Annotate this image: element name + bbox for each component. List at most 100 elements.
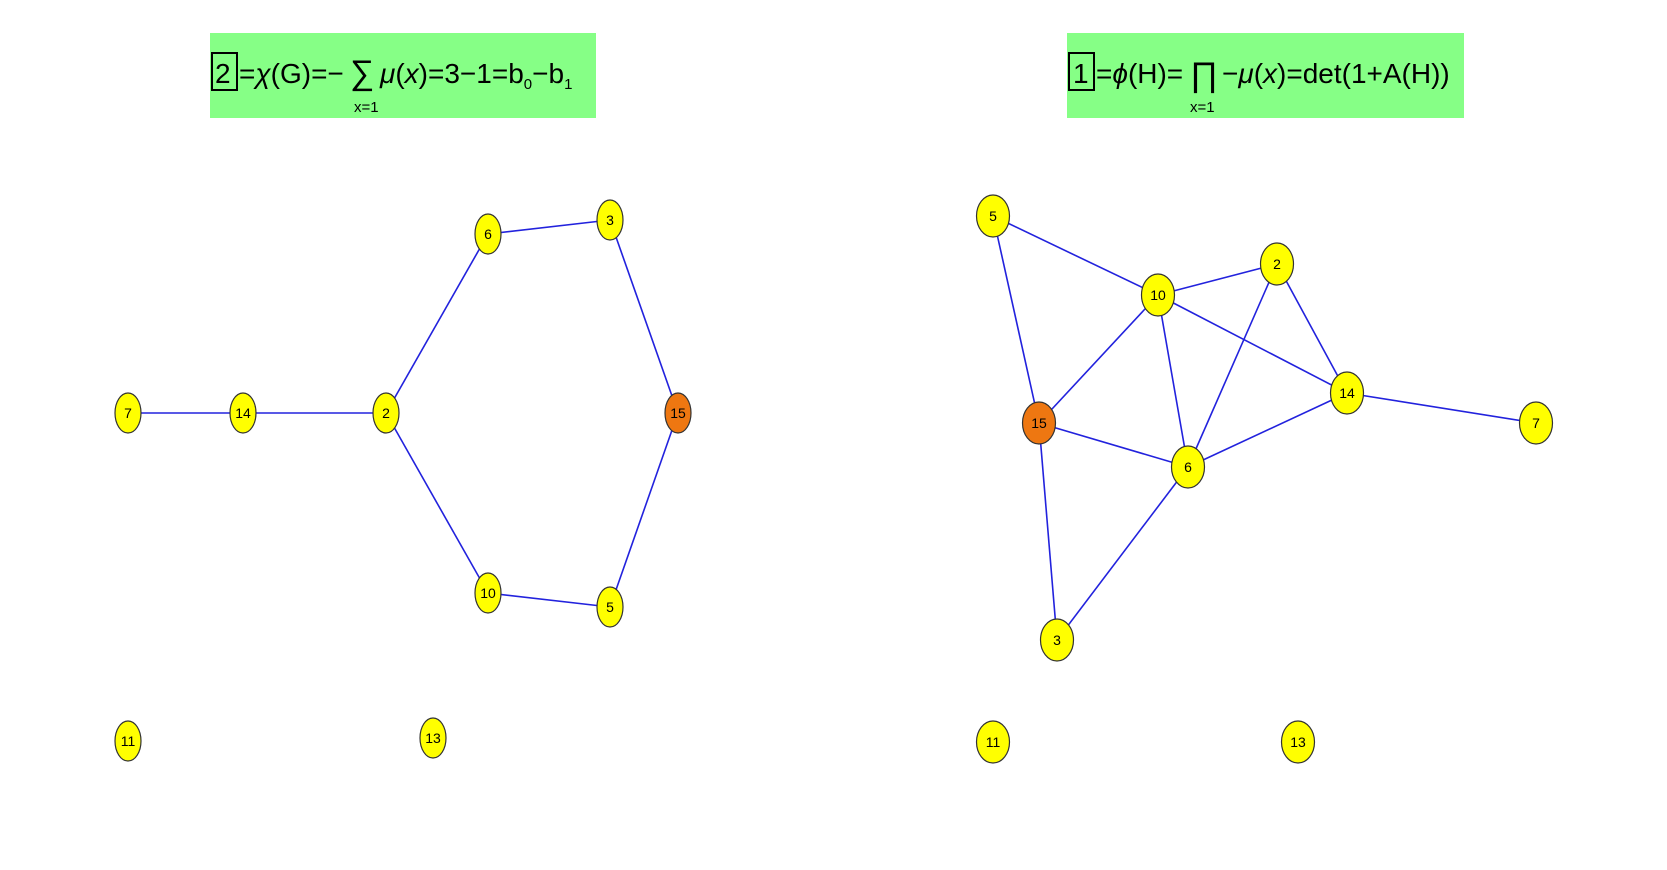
left-node-2-label: 2 (382, 405, 390, 421)
left-node-5-shape (596, 586, 624, 628)
left-node-3: 3 (596, 199, 624, 241)
right-edge-10-6 (1157, 294, 1189, 468)
right-edge-10-2 (1157, 263, 1278, 296)
right-formula-part4: ( (1254, 58, 1264, 89)
left-node-2: 2 (372, 392, 400, 434)
right-node-5-label: 5 (989, 208, 997, 224)
right-edge-14-6 (1187, 392, 1348, 468)
left-node-11: 11 (114, 720, 142, 762)
left-node-7-shape (114, 392, 142, 434)
left-formula-part5: )=3−1=b (419, 58, 524, 89)
right-node-5-shape (975, 194, 1011, 238)
svg-text:∏: ∏ (1190, 56, 1218, 94)
left-formula-sum-operator: ∑ (350, 54, 374, 92)
right-formula-part5: )=det(1+A(H)) (1277, 58, 1450, 89)
left-formula-boxed-value: 2 (215, 58, 231, 89)
left-node-7: 7 (114, 392, 142, 434)
left-node-3-shape (596, 199, 624, 241)
right-node-3-shape (1039, 618, 1075, 662)
left-formula-part2: (G)=− (271, 58, 344, 89)
right-node-7-shape (1518, 401, 1554, 445)
left-node-15-label: 15 (670, 405, 686, 421)
right-node-11-label: 11 (986, 734, 1001, 750)
left-node-11-label: 11 (121, 733, 136, 749)
right-node-15-label: 15 (1031, 415, 1047, 431)
right-formula-product-subscript: x=1 (1190, 99, 1215, 116)
right-node-6-shape (1170, 445, 1206, 489)
left-node-6-shape (474, 213, 502, 255)
left-formula-x: x (403, 58, 420, 89)
left-graph-edges (128, 219, 679, 608)
right-formula-background (1067, 33, 1464, 118)
right-node-11-shape (975, 720, 1011, 764)
left-node-2-shape (372, 392, 400, 434)
left-edge-6-3 (487, 219, 611, 235)
svg-text:2: 2 (215, 58, 231, 89)
svg-text:μ(x)=3−1=b0−b1: μ(x)=3−1=b0−b1 (379, 58, 572, 93)
right-edge-2-14 (1276, 263, 1348, 394)
right-node-15: 15 (1021, 401, 1057, 445)
right-node-14: 14 (1329, 371, 1365, 415)
left-node-13-label: 13 (425, 730, 441, 746)
left-node-6-label: 6 (484, 226, 492, 242)
right-node-13-shape (1280, 720, 1316, 764)
right-edge-2-6 (1187, 263, 1278, 468)
left-formula-part1: = (239, 58, 255, 89)
right-node-5: 5 (975, 194, 1011, 238)
svg-text:1: 1 (1073, 58, 1089, 89)
right-edge-15-6 (1038, 422, 1189, 468)
left-node-11-shape (114, 720, 142, 762)
right-formula-part2: (H)= (1128, 58, 1183, 89)
right-formula-box (1068, 52, 1095, 91)
right-node-15-shape (1021, 401, 1057, 445)
right-edge-10-14 (1157, 294, 1348, 394)
svg-text:x=1: x=1 (1190, 99, 1215, 116)
right-edge-5-15 (992, 215, 1040, 424)
right-edge-10-15 (1038, 294, 1159, 424)
left-edge-15-5 (609, 412, 679, 608)
left-formula: 2 =χ(G)=− ∑ x=1 μ(x)=3−1=b0−b1 (210, 33, 596, 118)
right-node-3-label: 3 (1053, 632, 1061, 648)
left-formula-sub0: 0 (524, 76, 532, 93)
svg-text:=χ(G)=−: =χ(G)=− (239, 58, 344, 89)
left-node-3-label: 3 (606, 212, 614, 228)
right-node-14-shape (1329, 371, 1365, 415)
svg-text:−μ(x)=det(1+A(H)): −μ(x)=det(1+A(H)) (1222, 58, 1450, 89)
left-node-6: 6 (474, 213, 502, 255)
right-formula-x: x (1261, 58, 1278, 89)
left-node-14-shape (229, 392, 257, 434)
left-edge-3-15 (609, 219, 679, 414)
left-formula-mu: μ (379, 58, 395, 89)
left-formula-box (211, 52, 238, 91)
right-node-10-label: 10 (1150, 287, 1166, 303)
svg-text:∑: ∑ (350, 54, 374, 92)
right-node-6: 6 (1170, 445, 1206, 489)
right-node-3: 3 (1039, 618, 1075, 662)
right-edge-5-10 (992, 215, 1159, 296)
left-node-14-label: 14 (235, 405, 251, 421)
left-node-10-label: 10 (480, 585, 496, 601)
right-node-6-label: 6 (1184, 459, 1192, 475)
right-formula-mu: μ (1237, 58, 1253, 89)
right-node-2: 2 (1259, 242, 1295, 286)
right-graph-edges (992, 215, 1537, 641)
svg-text:x=1: x=1 (354, 99, 379, 116)
right-formula-product-operator: ∏ (1190, 56, 1218, 94)
right-edge-14-7 (1346, 392, 1537, 424)
right-node-13-label: 13 (1290, 734, 1306, 750)
right-node-2-label: 2 (1273, 256, 1281, 272)
left-formula-background (210, 33, 596, 118)
left-node-13: 13 (419, 717, 447, 759)
right-node-11: 11 (975, 720, 1011, 764)
right-node-2-shape (1259, 242, 1295, 286)
right-node-13: 13 (1280, 720, 1316, 764)
left-node-15-shape (664, 392, 692, 434)
left-edge-10-2 (385, 412, 489, 594)
left-node-7-label: 7 (124, 405, 132, 421)
left-edge-2-6 (385, 233, 489, 414)
left-formula-part6: −b (532, 58, 564, 89)
